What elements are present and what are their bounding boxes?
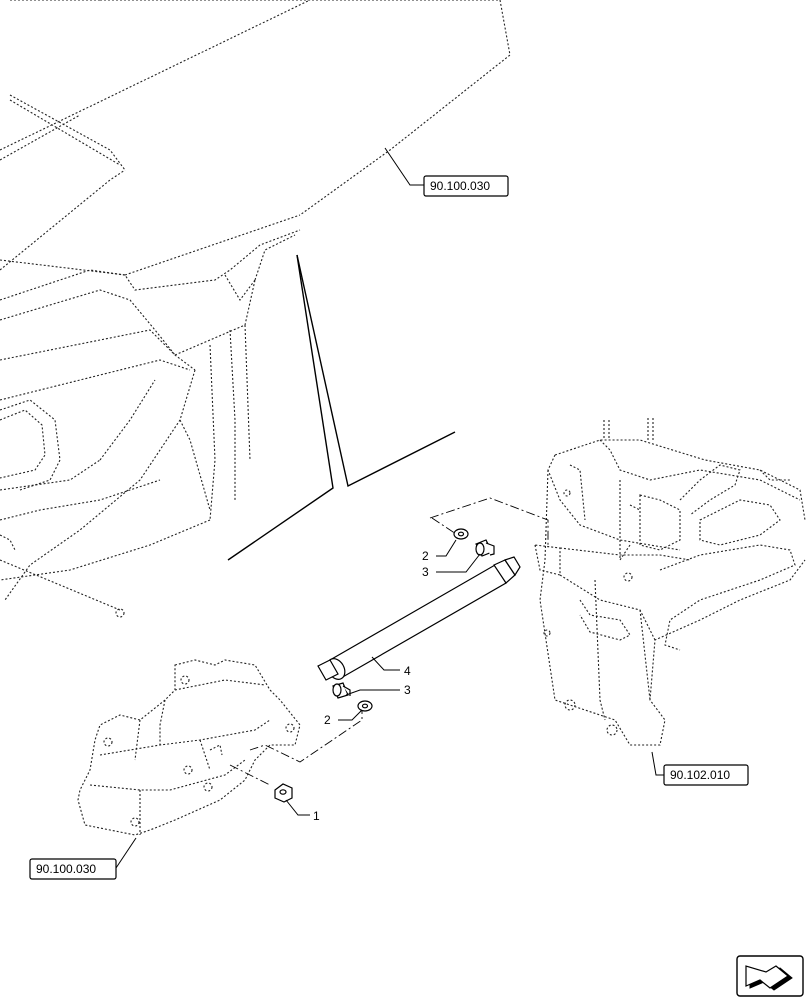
next-page-arrow-icon[interactable]: [736, 955, 804, 997]
bolt-upper[interactable]: [475, 539, 495, 557]
callout-3-lower: 3: [404, 683, 411, 697]
nut[interactable]: [274, 783, 293, 803]
gas-strut[interactable]: [317, 556, 521, 683]
reference-top-label: 90.100.030: [430, 179, 490, 193]
callouts: 2 3 4 3 2 1: [285, 539, 481, 823]
reference-right-label: 90.102.010: [670, 768, 730, 782]
frame-ghost: [534, 418, 806, 746]
washer-lower[interactable]: [357, 700, 373, 712]
bolt-lower[interactable]: [332, 682, 351, 699]
section-lines: [227, 254, 456, 561]
reference-top[interactable]: 90.100.030: [384, 147, 509, 197]
reference-bottom[interactable]: 90.100.030: [29, 837, 137, 880]
washer-upper[interactable]: [453, 528, 469, 540]
callout-3-upper: 3: [422, 565, 429, 579]
callout-2-lower: 2: [324, 713, 331, 727]
callout-4: 4: [404, 664, 411, 678]
bracket-ghost: [77, 659, 301, 836]
callout-2-upper: 2: [422, 549, 429, 563]
callout-1: 1: [313, 809, 320, 823]
reference-bottom-label: 90.100.030: [36, 862, 96, 876]
reference-right[interactable]: 90.102.010: [651, 751, 749, 786]
fender-ghost: [0, 0, 511, 618]
